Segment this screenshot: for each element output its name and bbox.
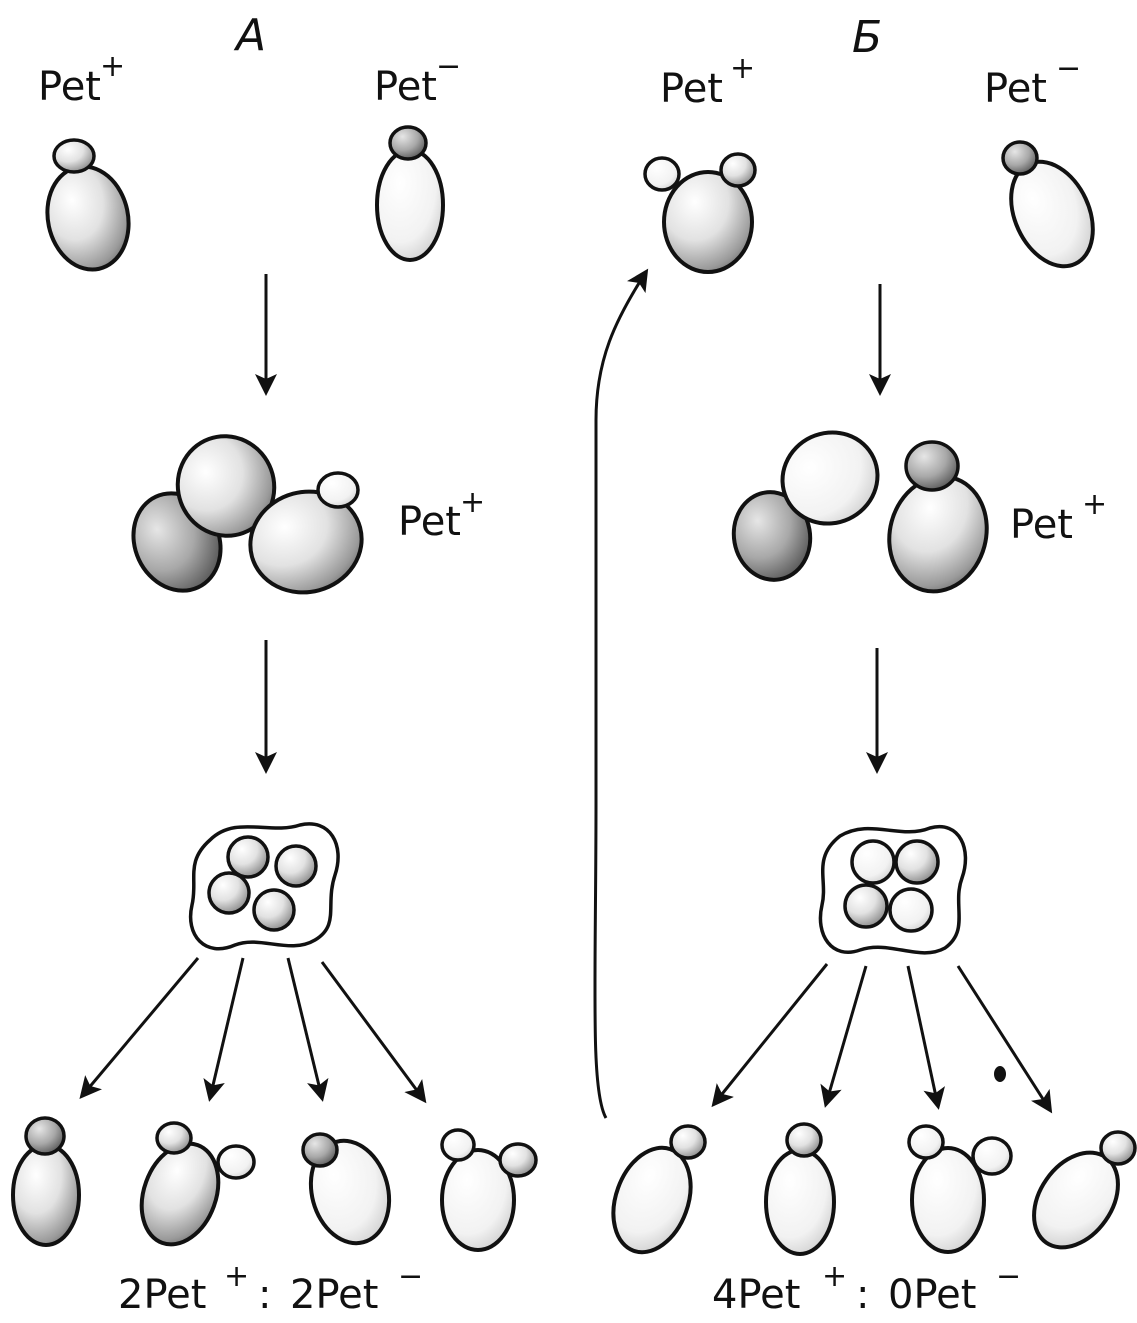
return-arrow — [593, 268, 649, 1119]
panel-b-parent-left-sign: + — [730, 51, 755, 86]
panel-a-ratio-a: 2Pet — [118, 1272, 206, 1318]
panel-b-offspring-1 — [611, 1124, 707, 1255]
panel-a-parent-right-sign: − — [436, 49, 461, 84]
panel-b-parent-right-label: Pet — [984, 66, 1047, 112]
panel-b: Б Pet + Pet − Pet + — [611, 12, 1137, 1318]
panel-a: А Pet + Pet − Pet + — [11, 10, 538, 1318]
panel-b-fan-arrow-2 — [820, 965, 868, 1108]
panel-a-ascus — [188, 822, 340, 951]
panel-a-offspring-4 — [440, 1128, 538, 1252]
panel-b-letter: Б — [852, 12, 882, 63]
panel-b-zygote-sign: + — [1082, 487, 1107, 522]
panel-b-ratio-b: 0Pet — [888, 1272, 976, 1318]
panel-a-ratio-b: 2Pet — [290, 1272, 378, 1318]
panel-a-parent-left-sign: + — [100, 49, 125, 84]
panel-b-parent-right-cell — [1001, 140, 1095, 269]
panel-a-parent-left-cell — [45, 138, 131, 272]
panel-b-offspring-4 — [1032, 1130, 1137, 1250]
panel-a-fan-arrow-2 — [203, 957, 245, 1102]
panel-a-zygote-sign: + — [460, 485, 485, 520]
panel-b-zygote-label: Pet — [1010, 502, 1073, 548]
panel-b-ascus — [818, 824, 968, 955]
panel-a-ratio-sep: : — [258, 1272, 271, 1318]
panel-b-ratio-a-sign: + — [822, 1259, 847, 1294]
panel-a-ratio-b-sign: − — [398, 1259, 423, 1294]
panel-b-fan-arrow-1 — [711, 963, 829, 1108]
panel-b-ratio-a: 4Pet — [712, 1272, 800, 1318]
panel-a-parent-right-cell — [375, 125, 445, 262]
panel-a-ratio: 2Pet + : 2Pet − — [118, 1259, 423, 1318]
panel-a-offspring-3 — [301, 1132, 392, 1246]
panel-a-parent-right-label: Pet — [374, 64, 437, 110]
panel-b-zygote — [731, 430, 989, 594]
panel-a-zygote-label: Pet — [398, 499, 461, 545]
panel-a-fan-arrow-3 — [286, 957, 329, 1102]
panel-a-letter: А — [233, 10, 266, 61]
panel-a-parent-left-label: Pet — [38, 64, 101, 110]
panel-b-offspring-2 — [764, 1122, 836, 1256]
panel-b-ratio-b-sign: − — [996, 1259, 1021, 1294]
panel-b-ratio-sep: : — [856, 1272, 869, 1318]
panel-b-parent-left-label: Pet — [660, 66, 723, 112]
panel-b-parent-right-sign: − — [1056, 51, 1081, 86]
panel-b-fan-arrow-4 — [956, 965, 1053, 1114]
panel-a-offspring-2 — [139, 1121, 256, 1247]
panel-b-parent-left-cell — [643, 152, 757, 274]
panel-a-ratio-a-sign: + — [224, 1259, 249, 1294]
panel-a-fan-arrow-4 — [320, 961, 427, 1104]
panel-b-offspring-3 — [907, 1124, 1013, 1254]
ink-dot — [994, 1066, 1006, 1082]
panel-a-fan-arrow-1 — [79, 957, 200, 1100]
panel-b-ratio: 4Pet + : 0Pet − — [712, 1259, 1021, 1318]
panel-a-offspring-1 — [11, 1116, 81, 1247]
panel-b-fan-arrow-3 — [906, 965, 945, 1110]
panel-a-zygote — [131, 434, 364, 595]
